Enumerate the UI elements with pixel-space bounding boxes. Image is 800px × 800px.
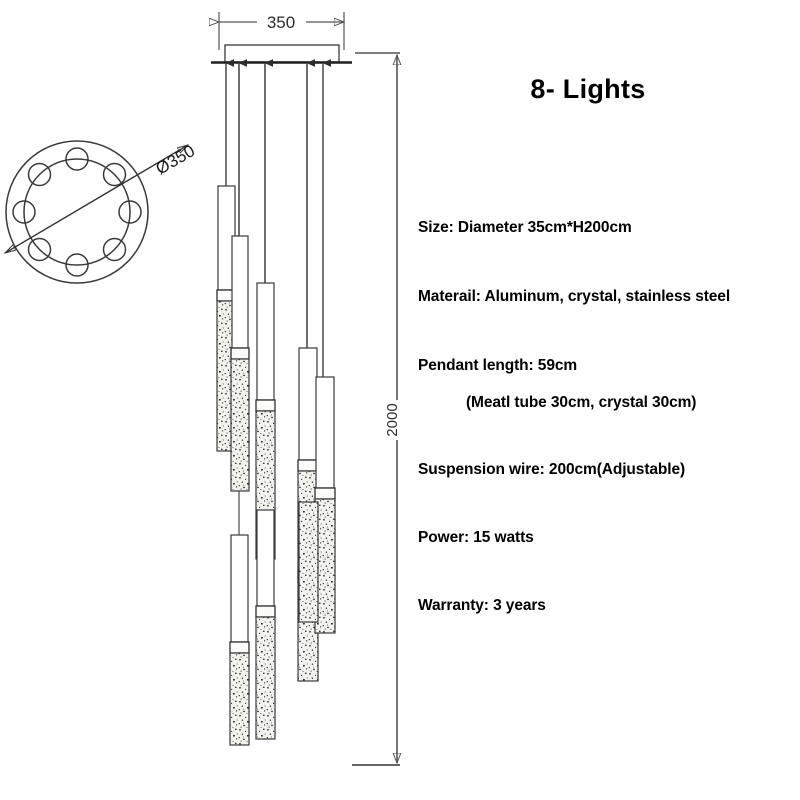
plan-lamp-7 bbox=[12, 200, 36, 224]
pendant-7-metal-tube bbox=[230, 534, 249, 643]
pendant-2-collar bbox=[230, 347, 250, 360]
pendant-lamps-group bbox=[216, 185, 336, 746]
plan-outer-circle bbox=[5, 140, 149, 284]
pendant-4-metal-tube bbox=[298, 347, 318, 461]
spec-size: Size: Diameter 35cm*H200cm bbox=[418, 219, 632, 236]
overall-height-label: 2000 bbox=[384, 403, 401, 436]
overall-height-dimension: 2000 bbox=[352, 52, 401, 766]
pendant-6-metal-tube bbox=[256, 509, 275, 607]
plan-view-group: Ø350 bbox=[5, 140, 199, 284]
plan-lamp-4 bbox=[102, 237, 127, 262]
pendant-7-crystal-rod bbox=[229, 652, 250, 746]
pendant-lamp-8 bbox=[298, 501, 319, 623]
spec-suspension: Suspension wire: 200cm(Adjustable) bbox=[418, 461, 686, 478]
plan-lamp-8 bbox=[27, 162, 52, 187]
spec-power: Power: 15 watts bbox=[418, 529, 534, 546]
page-title: 8- Lights bbox=[530, 74, 646, 104]
canopy-plate bbox=[224, 44, 340, 63]
spec-warranty: Warranty: 3 years bbox=[418, 597, 546, 614]
pendant-5-metal-tube bbox=[315, 376, 335, 489]
canopy-width-dimension: 350 bbox=[219, 12, 344, 50]
ceiling-canopy-group bbox=[211, 44, 352, 64]
pendant-2-crystal-rod bbox=[230, 358, 250, 492]
pendant-5-collar bbox=[314, 487, 336, 500]
canopy-width-label: 350 bbox=[267, 13, 295, 32]
spec-pendant-length: Pendant length: 59cm bbox=[418, 357, 578, 374]
pendant-4-collar bbox=[297, 459, 319, 472]
pendant-lamp-2 bbox=[230, 235, 250, 492]
plan-lamp-6 bbox=[27, 237, 52, 262]
plan-inner-circle bbox=[23, 158, 131, 266]
plan-diameter-leader-left bbox=[5, 144, 189, 253]
plan-diameter-label: Ø350 bbox=[153, 141, 199, 178]
plan-lamp-3 bbox=[118, 200, 142, 224]
spec-material: Materail: Aluminum, crystal, stainless s… bbox=[418, 288, 731, 305]
plan-lamp-1 bbox=[65, 147, 89, 171]
spec-pendant-breakdown: (Meatl tube 30cm, crystal 30cm) bbox=[466, 394, 697, 411]
pendant-lamp-7 bbox=[229, 534, 250, 746]
pendant-8-crystal-rod bbox=[298, 501, 319, 623]
pendant-2-metal-tube bbox=[231, 235, 249, 349]
plan-lamp-positions bbox=[12, 147, 142, 277]
pendant-3-collar bbox=[255, 399, 276, 412]
pendant-6-crystal-rod bbox=[255, 616, 276, 740]
pendant-6-collar bbox=[255, 605, 276, 618]
pendant-3-metal-tube bbox=[256, 282, 275, 401]
pendant-lamp-6 bbox=[255, 509, 276, 740]
pendant-7-collar bbox=[229, 641, 250, 654]
plan-lamp-5 bbox=[65, 253, 89, 277]
plan-lamp-2 bbox=[102, 162, 127, 187]
